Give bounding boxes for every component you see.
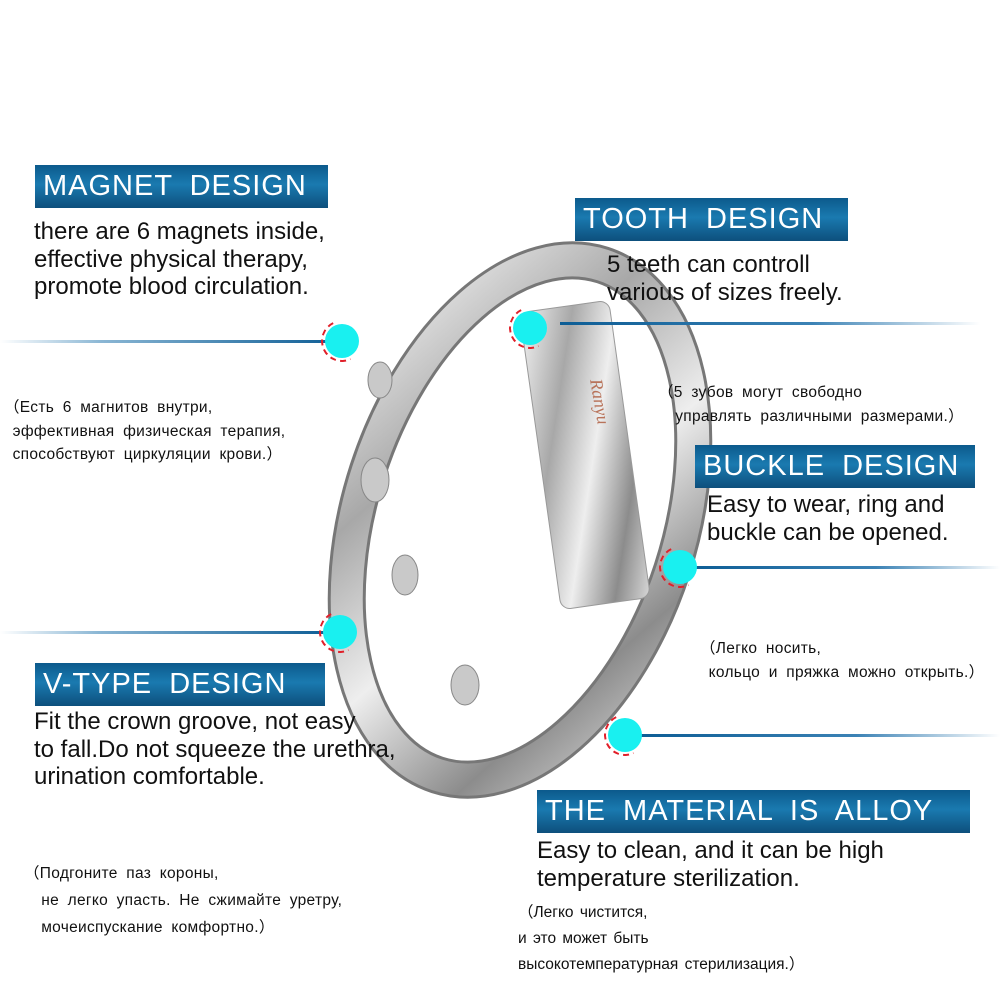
material-russian: （Легко чистится, и это может быть высоко… [518, 900, 804, 978]
magnet-pointer-line [0, 340, 340, 343]
tooth-russian: （5 зубов могут свободно управлять различ… [658, 334, 964, 428]
magnet-russian: （Есть 6 магнитов внутри, эффективная физ… [4, 349, 285, 467]
text-line: to fall.Do not squeeze the urethra, [34, 735, 396, 763]
buckle-russian: （Легко носить, кольцо и пряжка можно отк… [700, 590, 984, 684]
magnet-header: MAGNET DESIGN [35, 165, 328, 208]
text-line: не легко упасть. Не сжимайте уретру, [24, 892, 343, 909]
text-line: и это может быть [518, 930, 649, 947]
material-header: THE MATERIAL IS ALLOY [537, 790, 970, 833]
magnet-description: there are 6 magnets inside,effective phy… [34, 218, 325, 301]
text-line: urination comfortable. [34, 763, 265, 790]
text-line: （Есть 6 магнитов внутри, [4, 399, 213, 416]
text-line: temperature sterilization. [537, 864, 800, 892]
text-line: Easy to wear, ring and [707, 491, 945, 518]
buckle-pointer-line [690, 566, 1000, 569]
material-pointer-line [640, 734, 1000, 737]
text-line: （5 зубов могут свободно [658, 384, 863, 401]
buckle-header: BUCKLE DESIGN [695, 445, 975, 488]
vtype-marker [323, 615, 357, 649]
text-line: 5 teeth can controll [607, 251, 810, 278]
text-line: высокотемпературная стерилизация.） [518, 956, 805, 973]
material-marker [608, 718, 642, 752]
text-line: управлять различными размерами.） [658, 407, 964, 425]
vtype-header: V-TYPE DESIGN [35, 663, 325, 706]
text-line: （Легко чистится, [518, 904, 648, 921]
magnet-marker [325, 324, 359, 358]
text-line: способствуют циркуляции крови.） [4, 446, 283, 463]
text-line: buckle can be opened. [707, 518, 949, 546]
text-line: кольцо и пряжка можно открыть.） [700, 663, 985, 681]
text-line: Fit the crown groove, not easy [34, 708, 356, 735]
text-line: мочеиспускание комфортно.） [24, 919, 275, 936]
text-line: Easy to clean, and it can be high [537, 837, 884, 864]
tooth-pointer-line [560, 322, 980, 325]
text-line: effective physical therapy, [34, 245, 308, 273]
text-line: эффективная физическая терапия, [4, 422, 286, 440]
tooth-header: TOOTH DESIGN [575, 198, 848, 241]
text-line: （Легко носить, [700, 640, 822, 657]
vtype-russian: （Подгоните паз короны, не легко упасть. … [24, 806, 342, 941]
buckle-marker [663, 550, 697, 584]
text-line: there are 6 magnets inside, [34, 218, 325, 245]
text-line: various of sizes freely. [607, 278, 843, 306]
vtype-pointer-line [0, 631, 330, 634]
text-line: promote blood circulation. [34, 273, 309, 300]
tooth-marker [513, 311, 547, 345]
text-line: （Подгоните паз короны, [24, 865, 219, 882]
